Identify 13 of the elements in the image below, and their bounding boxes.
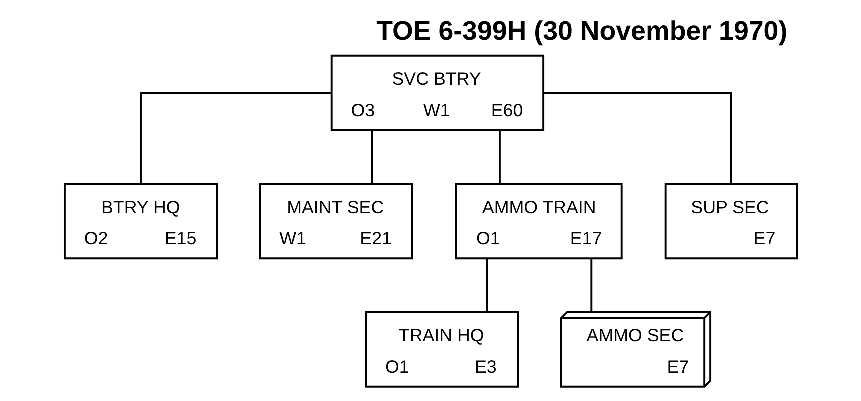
node-box: AMMO TRAIN O1 E17 [454, 183, 622, 260]
connector [543, 92, 732, 184]
node-box: TRAIN HQ O1 E3 [364, 311, 519, 388]
node-box: SUP SEC E7 [664, 183, 798, 260]
connector [590, 259, 592, 312]
connector [486, 259, 488, 312]
node-box: MAINT SEC W1 E21 [258, 183, 413, 260]
connector [498, 130, 500, 184]
node-box: BTRY HQ O2 E15 [64, 183, 218, 260]
diagram-title: TOE 6-399H (30 November 1970) [376, 16, 788, 46]
connector [140, 92, 332, 184]
node-box: SVC BTRY O3 W1 E60 [330, 54, 544, 132]
connector [370, 130, 373, 184]
